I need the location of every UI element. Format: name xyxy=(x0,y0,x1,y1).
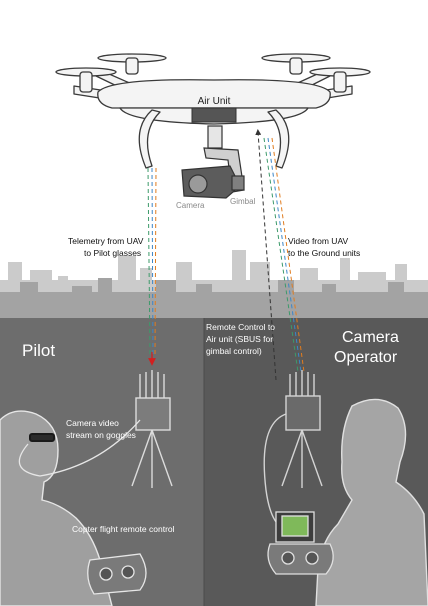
operator-remote-control xyxy=(267,511,334,575)
remote-label-1: Remote Control to xyxy=(206,322,275,332)
air-unit-box xyxy=(191,107,237,123)
pilot-title: Pilot xyxy=(22,341,55,360)
gimbal-camera xyxy=(181,125,245,199)
goggles-label-2: stream on goggles xyxy=(66,430,136,440)
video-label-1: Video from UAV xyxy=(288,236,348,246)
video-label-2: to the Ground units xyxy=(288,248,360,258)
pilot-ground-station xyxy=(131,370,173,488)
operator-ground-station xyxy=(263,370,323,529)
operator-figure xyxy=(315,398,428,606)
goggles-cable xyxy=(18,419,141,477)
operator-title-1: Camera xyxy=(342,329,399,346)
city-skyline-front xyxy=(0,278,428,322)
goggles-label-1: Camera video xyxy=(66,418,119,428)
pilot-remote-label: Copter flight remote control xyxy=(72,524,175,534)
video-link xyxy=(263,137,305,373)
camera-label: Camera xyxy=(176,201,205,210)
drone xyxy=(55,53,371,169)
operator-title-2: Operator xyxy=(334,349,398,366)
pilot-figure xyxy=(0,410,113,606)
pilot-goggles xyxy=(29,433,55,442)
telemetry-label-1: Telemetry from UAV xyxy=(68,236,144,246)
air-unit-label: Air Unit xyxy=(198,96,231,107)
telemetry-link xyxy=(147,167,157,355)
remote-label-2: Air unit (SBUS for xyxy=(206,334,273,344)
telemetry-label-2: to Pilot glasses xyxy=(84,248,141,258)
pilot-remote-control xyxy=(87,553,147,595)
gimbal-label: Gimbal xyxy=(230,197,256,206)
remote-label-3: gimbal control) xyxy=(206,346,262,356)
